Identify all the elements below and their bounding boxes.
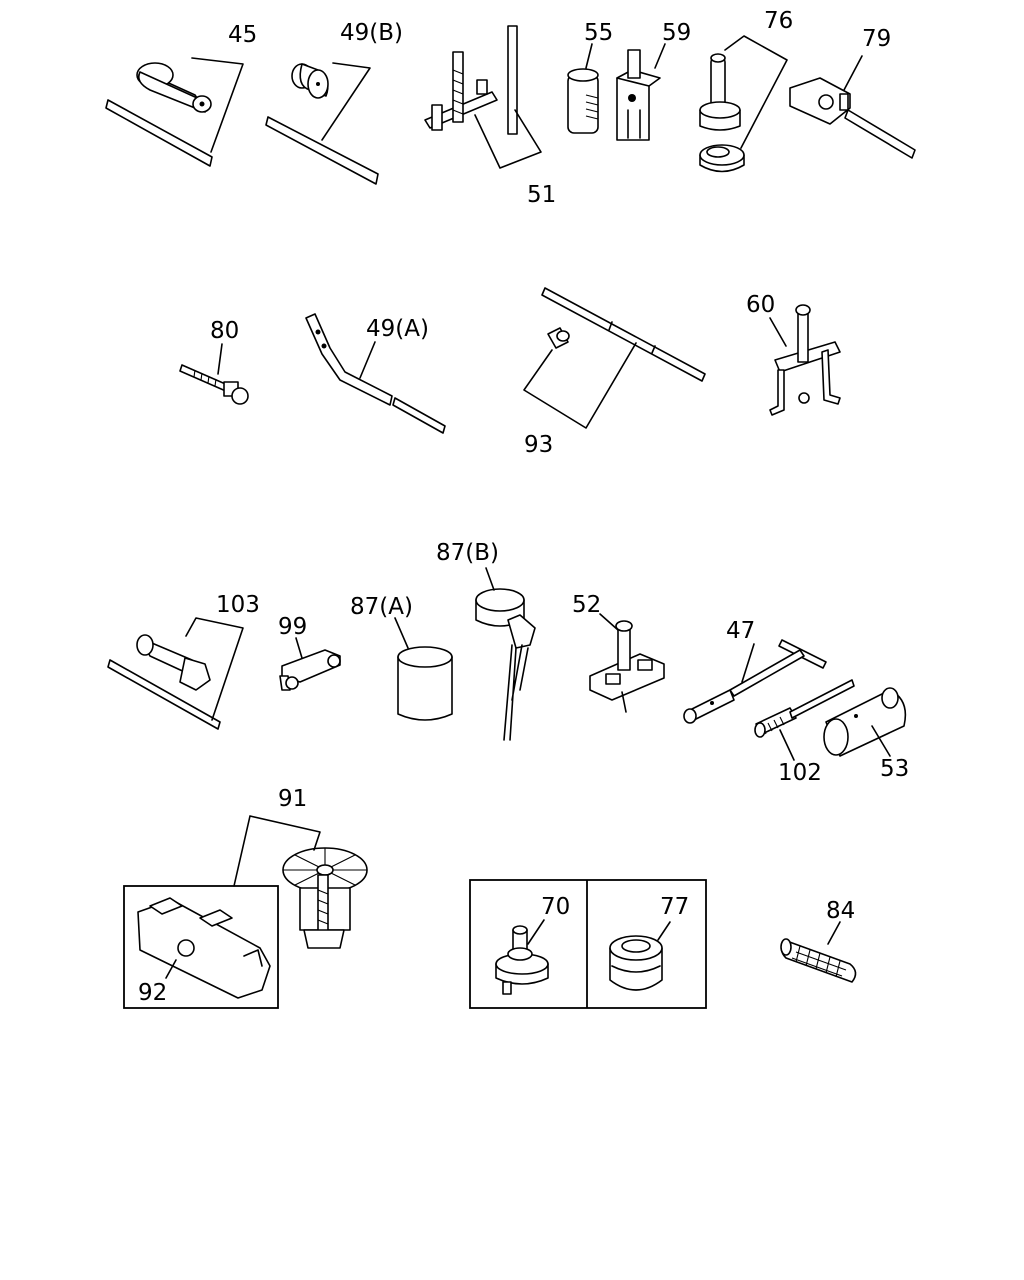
callout-84: 84 [826,898,855,924]
part-103-drawing [107,617,244,730]
part-87a-drawing [394,617,453,721]
part-77-drawing [609,921,671,991]
part-49a-drawing [305,313,446,434]
part-76-drawing [699,35,788,173]
part-80-drawing [179,343,249,405]
part-45-drawing [105,57,244,167]
callout-103: 103 [216,592,260,618]
callout-87a: 87(A) [350,594,413,620]
callout-76: 76 [764,8,793,34]
callout-70: 70 [541,894,570,920]
callout-53: 53 [880,756,909,782]
part-59-drawing [616,43,666,141]
callout-59: 59 [662,20,691,46]
callout-102: 102 [778,760,822,786]
parts-70-77-box [469,879,707,1009]
callout-47: 47 [726,618,755,644]
callout-92: 92 [138,980,167,1006]
part-92-box [123,885,279,1009]
callout-52: 52 [572,592,601,618]
callout-77: 77 [660,894,689,920]
part-55-drawing [567,43,599,134]
callout-91: 91 [278,786,307,812]
callout-51: 51 [527,182,556,208]
part-51-drawing [424,25,542,169]
part-99-drawing [279,637,341,691]
part-70-drawing [495,919,549,995]
part-52-drawing [589,613,665,713]
callout-93: 93 [524,432,553,458]
callout-87b: 87(B) [436,540,499,566]
part-79-drawing [789,55,916,159]
callout-79: 79 [862,26,891,52]
part-49b-drawing [265,62,379,185]
callout-49a: 49(A) [366,316,429,342]
part-102-drawing [754,679,855,761]
callout-45: 45 [228,22,257,48]
part-92-drawing [137,897,271,999]
part-47-drawing [683,639,827,724]
callout-55: 55 [584,20,613,46]
part-93-drawing [523,287,706,429]
part-91-drawing [233,815,368,949]
part-53-drawing [823,687,907,757]
part-87b-drawing [475,567,536,741]
part-84-drawing [780,921,857,983]
callout-49b: 49(B) [340,20,403,46]
callout-80: 80 [210,318,239,344]
part-60-drawing [769,304,841,416]
callout-99: 99 [278,614,307,640]
callout-60: 60 [746,292,775,318]
